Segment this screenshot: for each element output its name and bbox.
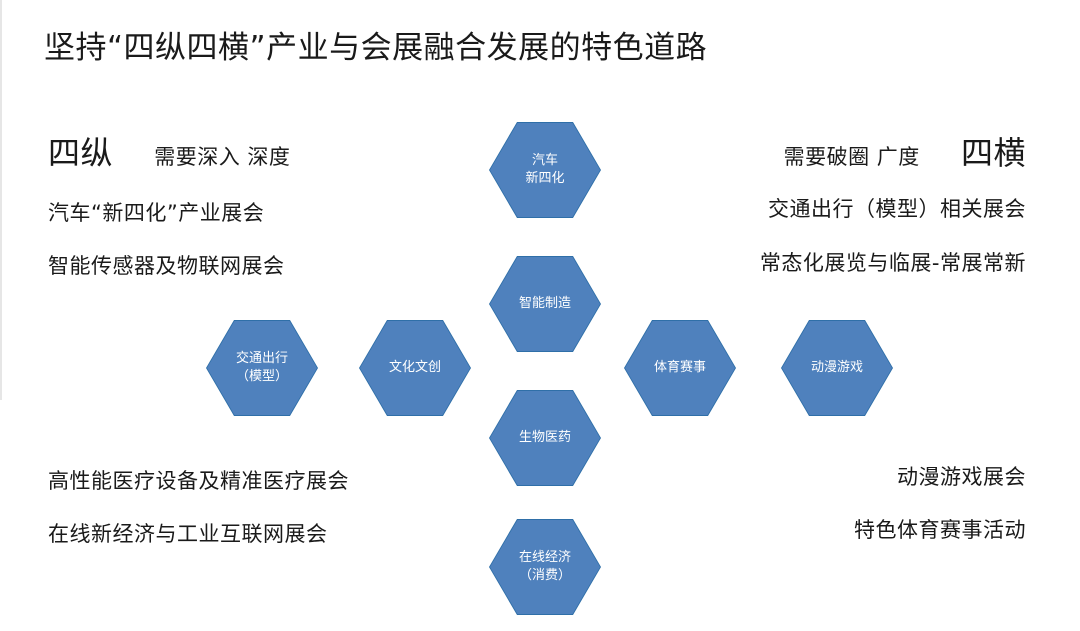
right-item-4: 特色体育赛事活动 (854, 518, 1026, 542)
hexagon-online-economy: 在线经济 （消费） (489, 519, 601, 615)
hexagon-anime-games-label: 动漫游戏 (782, 321, 892, 415)
hexagon-transport: 交通出行 （模型） (206, 320, 318, 416)
left-item-3: 高性能医疗设备及精准医疗展会 (48, 469, 349, 493)
hexagon-online-economy-label: 在线经济 （消费） (490, 520, 600, 614)
hexagon-biomedicine: 生物医药 (489, 390, 601, 486)
hexagon-anime-games: 动漫游戏 (781, 320, 893, 416)
hexagon-smart-manufacturing-label: 智能制造 (490, 257, 600, 351)
left-heading: 四纵 (48, 134, 114, 172)
hexagon-culture-label: 文化文创 (360, 321, 470, 415)
hexagon-auto: 汽车 新四化 (489, 122, 601, 218)
hexagon-sports: 体育赛事 (624, 320, 736, 416)
left-heading-row: 四纵 需要深入 深度 (48, 128, 290, 174)
hexagon-transport-label: 交通出行 （模型） (207, 321, 317, 415)
left-item-2: 智能传感器及物联网展会 (48, 254, 285, 278)
hexagon-culture: 文化文创 (359, 320, 471, 416)
hexagon-sports-label: 体育赛事 (625, 321, 735, 415)
left-edge-rule (0, 0, 2, 400)
left-subheading: 需要深入 深度 (154, 145, 291, 169)
hexagon-auto-label: 汽车 新四化 (490, 123, 600, 217)
hexagon-biomedicine-label: 生物医药 (490, 391, 600, 485)
right-heading: 四横 (960, 134, 1026, 172)
right-item-2: 常态化展览与临展-常展常新 (759, 251, 1026, 275)
left-item-4: 在线新经济与工业互联网展会 (48, 522, 328, 546)
left-item-1: 汽车“新四化”产业展会 (48, 201, 265, 225)
right-item-1: 交通出行（模型）相关展会 (768, 197, 1026, 221)
page-title: 坚持“四纵四横”产业与会展融合发展的特色道路 (44, 30, 708, 66)
right-item-3: 动漫游戏展会 (897, 465, 1026, 489)
hexagon-smart-manufacturing: 智能制造 (489, 256, 601, 352)
right-subheading: 需要破圈 广度 (783, 145, 920, 169)
right-heading-row: 需要破圈 广度 四横 (784, 128, 1026, 174)
